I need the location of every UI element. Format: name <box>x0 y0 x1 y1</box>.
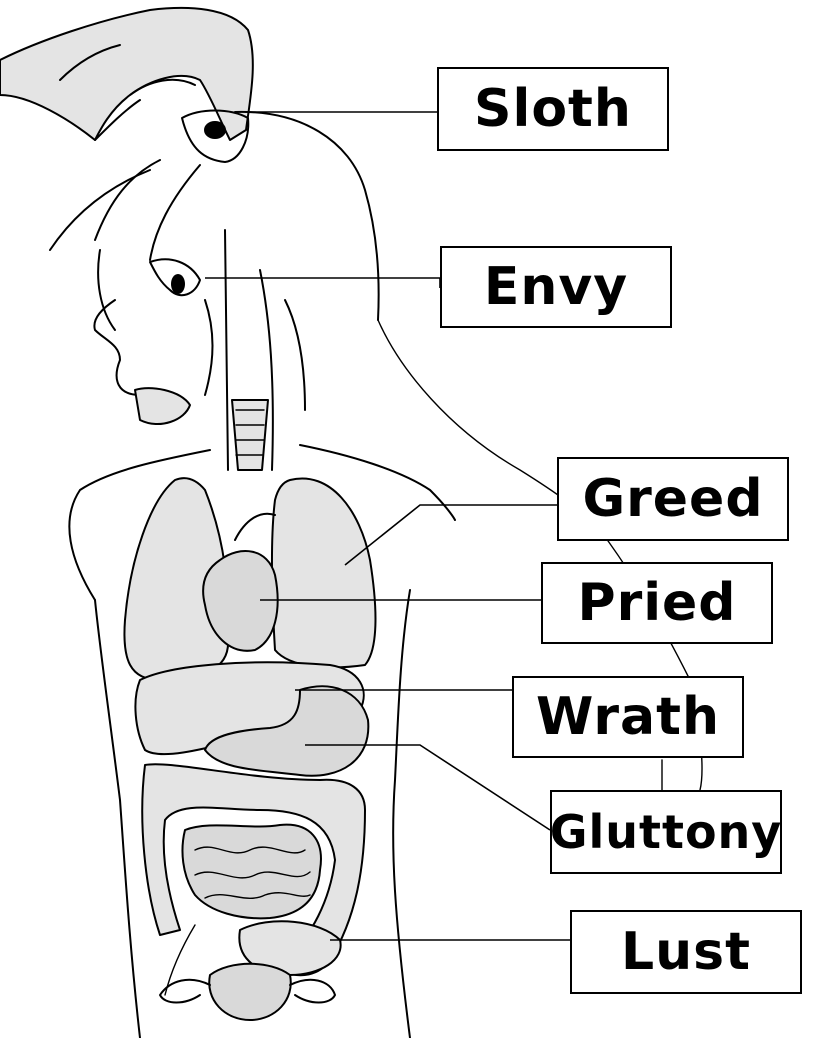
label-wrath: Wrath <box>512 676 744 758</box>
stomach <box>204 685 370 777</box>
right-lung <box>270 477 377 669</box>
small-intestine <box>181 823 322 920</box>
label-sloth-text: Sloth <box>474 79 632 139</box>
heart <box>202 550 279 652</box>
torso-outline <box>68 444 456 1038</box>
label-greed-text: Greed <box>582 469 764 529</box>
label-sloth: Sloth <box>437 67 669 151</box>
label-envy: Envy <box>440 246 672 328</box>
head-illustration <box>49 110 601 531</box>
label-gluttony: Gluttony <box>550 790 782 874</box>
pelvic-organs <box>159 920 342 1021</box>
label-greed: Greed <box>557 457 789 541</box>
large-intestine <box>141 763 366 977</box>
label-envy-text: Envy <box>483 257 629 317</box>
neck-illustration <box>231 399 269 471</box>
label-gluttony-text: Gluttony <box>549 805 783 859</box>
label-lust: Lust <box>570 910 802 994</box>
label-pried: Pried <box>541 562 773 644</box>
hand-illustration <box>0 6 254 163</box>
label-pried-text: Pried <box>577 573 737 633</box>
label-wrath-text: Wrath <box>535 687 721 747</box>
label-lust-text: Lust <box>621 922 751 982</box>
